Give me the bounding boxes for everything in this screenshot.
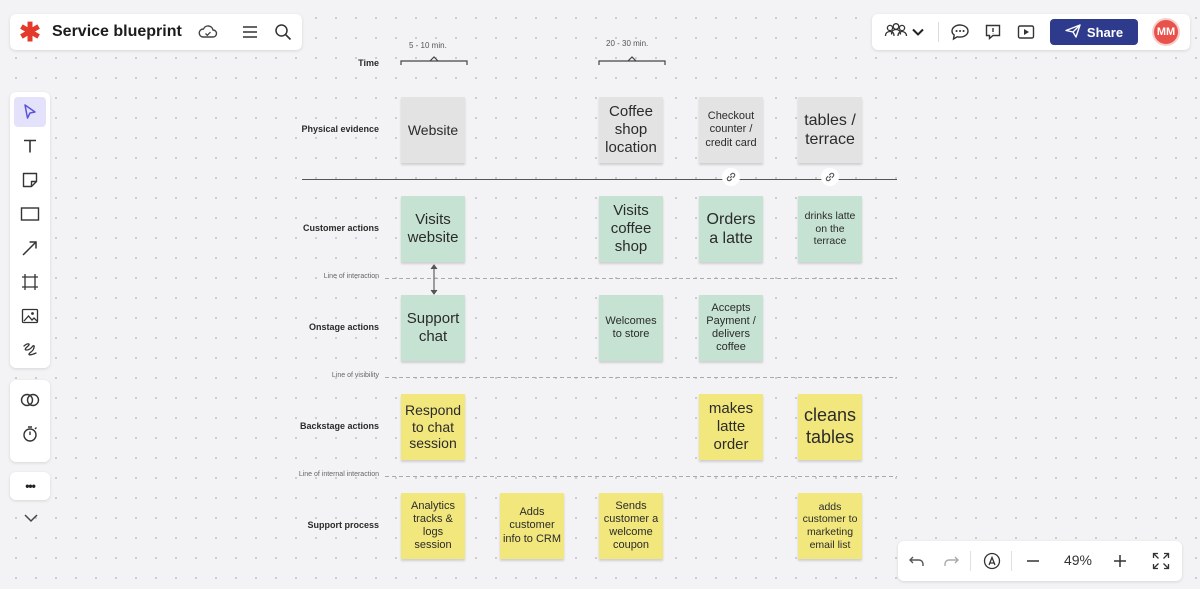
image-tool-button[interactable] — [14, 301, 46, 331]
more-icon: ••• — [25, 479, 36, 493]
top-left-panel: ✱ Service blueprint — [10, 14, 302, 50]
zoom-out-button[interactable] — [1022, 550, 1044, 572]
sticky-note[interactable]: Welcomes to store — [599, 295, 663, 361]
row-label-backstage-actions: Backstage actions — [299, 421, 379, 431]
frame-tool-button[interactable] — [14, 267, 46, 297]
redo-icon[interactable] — [940, 550, 962, 572]
select-tool-button[interactable] — [14, 97, 46, 127]
row-label-support-process: Support process — [307, 520, 379, 530]
sticky-note[interactable]: tables / terrace — [798, 97, 862, 163]
menu-icon[interactable] — [239, 21, 261, 43]
sticky-note[interactable]: Support chat — [401, 295, 465, 361]
line-of-interaction-label: Line of interaction — [323, 273, 379, 280]
sticky-note[interactable]: Analytics tracks & logs session — [401, 493, 465, 559]
zoom-level[interactable]: 49% — [1063, 552, 1093, 568]
sticky-note[interactable]: adds customer to marketing email list — [798, 493, 862, 559]
separator — [1011, 551, 1012, 571]
left-toolbar — [10, 92, 50, 368]
cloud-sync-icon[interactable] — [197, 21, 219, 43]
collaborators-icon — [884, 22, 908, 43]
sticky-note[interactable]: makes latte order — [699, 394, 763, 460]
sticky-note[interactable]: Sends customer a welcome coupon — [599, 493, 663, 559]
top-right-panel: Share MM — [872, 14, 1190, 50]
row-label-physical-evidence: Physical evidence — [301, 124, 379, 134]
line-of-visibility-label: Line of visibility — [331, 372, 379, 379]
row-label-customer-actions: Customer actions — [302, 223, 379, 233]
separator — [938, 22, 939, 42]
separator — [970, 551, 971, 571]
chevron-down-icon[interactable] — [20, 509, 42, 527]
time-span-label: 20 - 30 min. — [606, 39, 649, 48]
link-icon[interactable] — [722, 168, 740, 186]
asterisk-logo-icon[interactable]: ✱ — [19, 17, 41, 47]
sticky-note[interactable]: Checkout counter / credit card — [699, 97, 763, 163]
sticky-note[interactable]: Coffee shop location — [599, 97, 663, 163]
chevron-down-icon — [912, 23, 924, 41]
avatar[interactable]: MM — [1152, 18, 1180, 46]
rectangle-tool-button[interactable] — [14, 199, 46, 229]
sticky-note[interactable]: cleans tables — [798, 394, 862, 460]
row-label-onstage-actions: Onstage actions — [308, 322, 379, 332]
board-title[interactable]: Service blueprint — [52, 23, 182, 40]
text-tool-button[interactable] — [14, 131, 46, 161]
sticky-note[interactable]: Website — [401, 97, 465, 163]
present-icon[interactable] — [1015, 20, 1037, 44]
sticky-note[interactable]: Orders a latte — [699, 196, 763, 262]
shapes-tool-button[interactable] — [14, 385, 46, 415]
sticky-note[interactable]: Respond to chat session — [401, 394, 465, 460]
collaborators-dropdown[interactable] — [880, 20, 928, 44]
time-span-label: 5 - 10 min. — [409, 41, 447, 50]
arrow-tool-button[interactable] — [14, 233, 46, 263]
sticky-note[interactable]: drinks latte on the terrace — [798, 196, 862, 262]
sticky-note[interactable]: Accepts Payment / delivers coffee — [699, 295, 763, 361]
sticky-note[interactable]: Visits coffee shop — [599, 196, 663, 262]
zoom-panel: 49% — [898, 541, 1182, 581]
share-label: Share — [1086, 24, 1124, 40]
undo-icon[interactable] — [906, 550, 928, 572]
feedback-icon[interactable] — [982, 20, 1004, 44]
more-tools-button[interactable]: ••• — [10, 472, 50, 500]
line-of-internal-interaction-label: Line of internal interaction — [298, 471, 379, 478]
pen-tool-button[interactable] — [14, 335, 46, 365]
left-toolbar-extra — [10, 380, 50, 462]
send-icon — [1065, 23, 1081, 41]
accessibility-icon[interactable] — [981, 550, 1003, 572]
search-icon[interactable] — [272, 21, 294, 43]
timer-tool-button[interactable] — [14, 419, 46, 449]
comments-icon[interactable] — [949, 20, 971, 44]
row-label-time: Time — [358, 58, 379, 68]
share-button[interactable]: Share — [1050, 19, 1138, 45]
link-icon[interactable] — [821, 168, 839, 186]
sticky-note[interactable]: Adds customer info to CRM — [500, 493, 564, 559]
sticky-note-tool-button[interactable] — [14, 165, 46, 195]
fit-to-screen-icon[interactable] — [1150, 550, 1172, 572]
zoom-in-button[interactable] — [1109, 550, 1131, 572]
sticky-note[interactable]: Visits website — [401, 196, 465, 262]
